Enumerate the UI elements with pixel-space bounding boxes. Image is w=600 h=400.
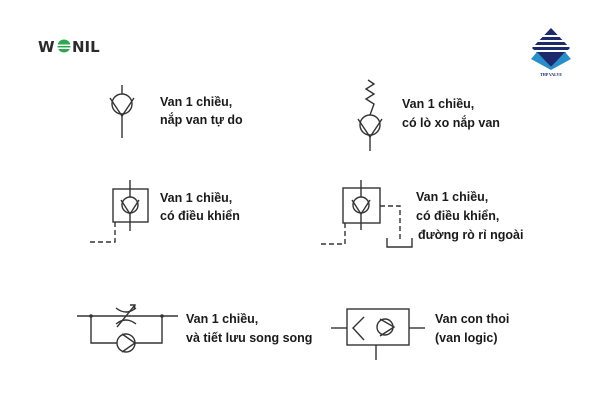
label-line: Van 1 chiều,	[416, 190, 488, 204]
label-line: và tiết lưu song song	[186, 331, 312, 345]
label-line: Van 1 chiều,	[186, 312, 258, 326]
label-line: Van con thoi	[435, 312, 509, 326]
label-line: có điều khiển,	[416, 209, 499, 223]
thp-valve-logo: THP VALVE	[530, 28, 572, 77]
check-valve-spring-symbol	[357, 79, 383, 151]
pilot-check-valve-symbol	[89, 180, 149, 243]
label-line: (van logic)	[435, 331, 498, 345]
shuttle-valve-symbol	[331, 308, 425, 360]
pilot-check-valve-drain-symbol	[318, 180, 413, 248]
svg-text:W: W	[38, 38, 55, 56]
svg-text:THP VALVE: THP VALVE	[540, 72, 562, 77]
label-line: Van 1 chiều,	[160, 95, 232, 109]
label-line: có lò xo nắp van	[402, 115, 500, 130]
label-line: Van 1 chiều,	[160, 191, 232, 205]
wonil-logo: W NIL	[38, 38, 100, 56]
label-line: có điều khiển	[160, 209, 240, 223]
label-line: nắp van tự do	[160, 112, 243, 127]
adjust-arrow-icon	[116, 304, 136, 328]
check-valve-free-symbol	[109, 85, 135, 138]
check-valve-throttle-symbol	[77, 304, 178, 353]
label-line: đường rò rỉ ngoài	[418, 228, 523, 242]
tank-icon	[386, 238, 413, 248]
label-line: Van 1 chiều,	[402, 97, 474, 111]
svg-text:NIL: NIL	[72, 38, 100, 56]
spring-icon	[364, 79, 376, 116]
